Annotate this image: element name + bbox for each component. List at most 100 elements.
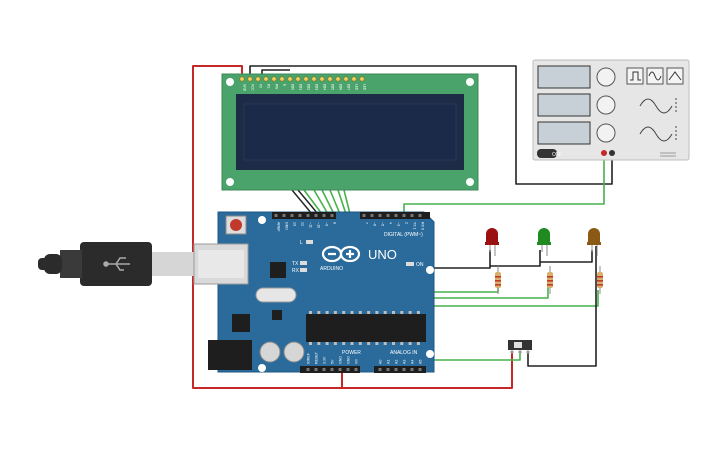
led-1[interactable] [485,228,499,256]
tx-label: TX [292,261,299,267]
sine-wave-icon[interactable] [646,67,664,85]
power-label: POWER [342,350,361,356]
lcd-pin[interactable] [319,76,325,82]
led-2[interactable] [537,228,551,256]
lcd-pin[interactable] [239,76,245,82]
digital-pin[interactable] [306,214,310,217]
lcd-pin[interactable] [271,76,277,82]
scope-probe-neg[interactable] [601,150,607,156]
reset-button[interactable] [225,215,247,235]
resistor-2[interactable] [547,266,553,294]
wire-red-5v[interactable] [192,65,343,389]
digital-pin[interactable] [362,214,366,217]
digital-pin[interactable] [370,214,374,217]
digital-pin[interactable] [282,214,286,217]
power-pin[interactable] [346,368,350,371]
analog-pin-label: A4 [411,360,415,364]
dc-power-jack[interactable] [208,340,252,370]
digital-pin[interactable] [410,214,414,217]
power-pin[interactable] [330,368,334,371]
lcd-pin[interactable] [247,76,253,82]
digital-pin-header[interactable] [272,212,430,219]
resistor-1[interactable] [495,266,501,294]
lcd-pin[interactable] [255,76,261,82]
led-group[interactable] [485,228,603,294]
lcd-pin-label: LED [363,84,367,91]
scope-vent-lines [660,152,676,157]
lcd-pin[interactable] [351,76,357,82]
scope-knob-1[interactable] [596,67,616,87]
lcd-pin[interactable] [311,76,317,82]
analog-pin-header[interactable] [374,366,426,373]
lcd-mount-hole [466,178,474,186]
digital-pin[interactable] [290,214,294,217]
scope-knob-3[interactable] [596,123,616,143]
lcd-pin[interactable] [263,76,269,82]
lcd-pin[interactable] [327,76,333,82]
wire-lcd-data-green[interactable] [303,189,351,215]
lcd-pin-label: DB5 [331,84,335,90]
lcd-pin[interactable] [287,76,293,82]
lcd-screen [243,103,457,161]
analog-pin[interactable] [410,368,414,371]
lcd-pin[interactable] [279,76,285,82]
digital-pin[interactable] [322,214,326,217]
wire-red-switch[interactable] [342,352,513,389]
wire-lcd-data[interactable] [291,189,319,215]
digital-pin[interactable] [314,214,318,217]
board-mount-hole [258,364,266,372]
power-pin-header[interactable] [300,366,360,373]
scope-power-switch[interactable]: OFF [537,149,562,158]
digital-pin[interactable] [402,214,406,217]
scope-knob-2[interactable] [596,95,616,115]
capacitor [259,341,281,363]
wire-led-gnd-right[interactable] [527,246,597,367]
header-block [300,366,360,373]
lcd-pin[interactable] [343,76,349,82]
on-label: ON [416,262,424,268]
analog-pin[interactable] [402,368,406,371]
power-pin[interactable] [322,368,326,371]
digital-pin[interactable] [378,214,382,217]
resistor-3[interactable] [597,266,603,294]
voltage-regulator [232,314,250,332]
digital-pin[interactable] [394,214,398,217]
lcd-mount-hole [466,78,474,86]
square-wave-icon[interactable] [626,67,644,85]
usb-cable[interactable] [38,242,200,286]
power-pin[interactable] [354,368,358,371]
triangle-wave-icon[interactable] [666,67,684,85]
digital-pin[interactable] [298,214,302,217]
led-3[interactable] [587,228,601,256]
lcd-pin[interactable] [295,76,301,82]
slide-switch[interactable] [508,340,532,354]
analog-pin[interactable] [394,368,398,371]
analog-pin[interactable] [386,368,390,371]
lcd-pin[interactable] [359,76,365,82]
digital-pin[interactable] [274,214,278,217]
wire-black-lcd-scope[interactable] [249,65,613,185]
power-pin[interactable] [306,368,310,371]
oscilloscope[interactable]: OFF [532,59,690,161]
lcd-pin[interactable] [335,76,341,82]
scope-off-label: OFF [552,152,562,158]
digital-pin[interactable] [386,214,390,217]
power-pin[interactable] [314,368,318,371]
analog-pin[interactable] [378,368,382,371]
digital-pin[interactable] [418,214,422,217]
lcd-pin[interactable] [303,76,309,82]
digital-pin[interactable] [330,214,334,217]
wire-green-scope[interactable] [403,152,605,214]
lcd-pin-label: VCC [251,84,255,91]
analog-pin[interactable] [418,368,422,371]
power-pin[interactable] [338,368,342,371]
analog-pin-label: A2 [395,360,399,364]
scope-probe-pos[interactable] [609,150,615,156]
